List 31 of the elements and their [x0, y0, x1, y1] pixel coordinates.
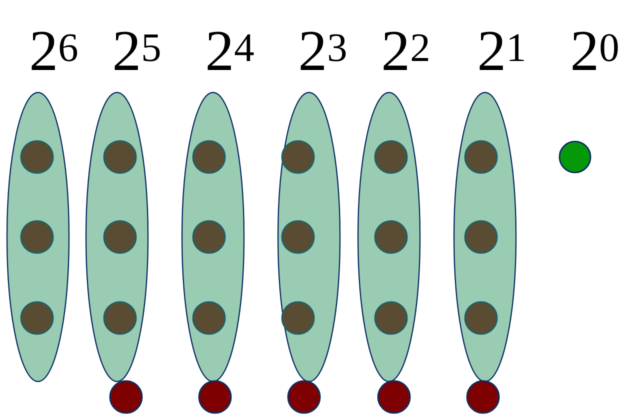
power-label: 2$^{3}$: [300, 32, 346, 70]
dot: [374, 140, 408, 174]
dot: [466, 380, 500, 414]
dot: [192, 220, 226, 254]
dot: [20, 220, 54, 254]
dot: [374, 220, 408, 254]
dot: [558, 140, 592, 174]
dot: [109, 380, 143, 414]
dot: [20, 301, 54, 335]
dot: [103, 140, 137, 174]
power-label: 2$^{5}$: [114, 32, 160, 70]
dot: [281, 140, 315, 174]
dot: [464, 140, 498, 174]
dot: [103, 301, 137, 335]
power-label: 2$^{4}$: [208, 32, 254, 70]
dot: [198, 380, 232, 414]
dot: [287, 380, 321, 414]
power-label: 2$^{0}$: [572, 32, 618, 70]
dot: [464, 301, 498, 335]
dot: [192, 301, 226, 335]
dot: [281, 220, 315, 254]
power-label: 2$^{6}$: [32, 32, 78, 70]
power-label: 2$^{1}$: [480, 32, 524, 70]
dot: [103, 220, 137, 254]
dot: [192, 140, 226, 174]
dot: [464, 220, 498, 254]
dot: [20, 140, 54, 174]
dot: [377, 380, 411, 414]
dot: [281, 301, 315, 335]
power-label: 2$^{2}$: [384, 32, 428, 70]
dot: [374, 301, 408, 335]
